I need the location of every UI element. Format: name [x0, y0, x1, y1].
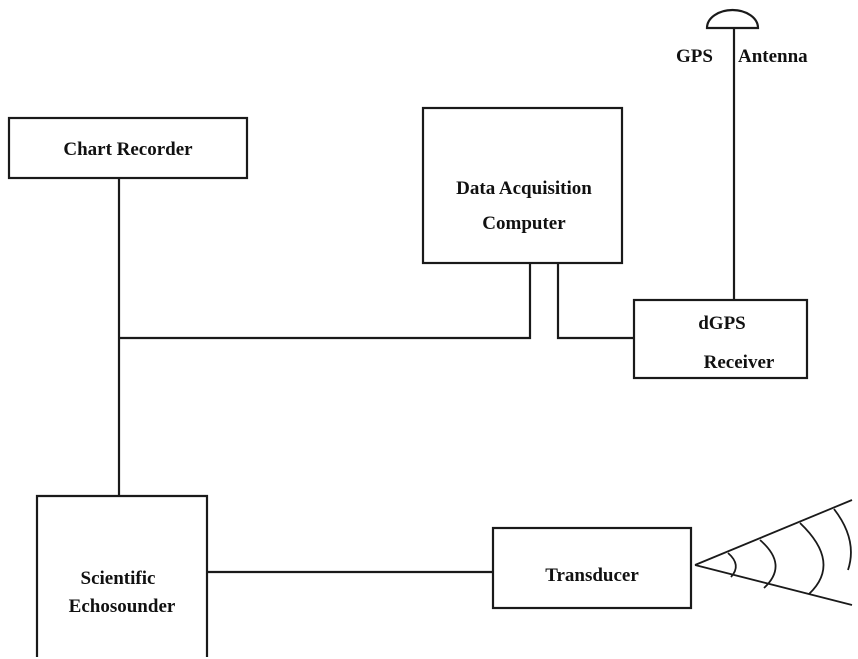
gps-antenna-label-right: Antenna — [738, 46, 808, 67]
echosounder-label-line2: Echosounder — [69, 596, 176, 617]
dgps-receiver-box: dGPS Receiver — [632, 298, 809, 380]
transducer-label: Transducer — [545, 565, 639, 586]
echosounder-label-line1: Scientific — [81, 568, 156, 589]
wire-bus-to-computer — [119, 263, 532, 340]
gps-antenna-icon — [705, 8, 760, 30]
gps-antenna-label-left: GPS — [676, 46, 713, 67]
dgps-receiver-label-line1: dGPS — [698, 313, 746, 334]
dgps-receiver-label-line2: Receiver — [704, 352, 775, 373]
sonar-beam-icon — [694, 499, 853, 606]
gps-antenna: GPS Antenna — [676, 8, 808, 300]
wire-computer-to-dgps — [556, 263, 634, 340]
connections — [117, 178, 634, 574]
data-acquisition-label-line2: Computer — [482, 213, 566, 234]
chart-recorder-label: Chart Recorder — [63, 139, 193, 160]
echosounder-box: Scientific Echosounder — [35, 494, 209, 657]
transducer-box: Transducer — [491, 526, 693, 610]
chart-recorder-box: Chart Recorder — [7, 116, 249, 180]
data-acquisition-computer-box: Data Acquisition Computer — [421, 106, 624, 265]
data-acquisition-label-line1: Data Acquisition — [456, 178, 592, 199]
